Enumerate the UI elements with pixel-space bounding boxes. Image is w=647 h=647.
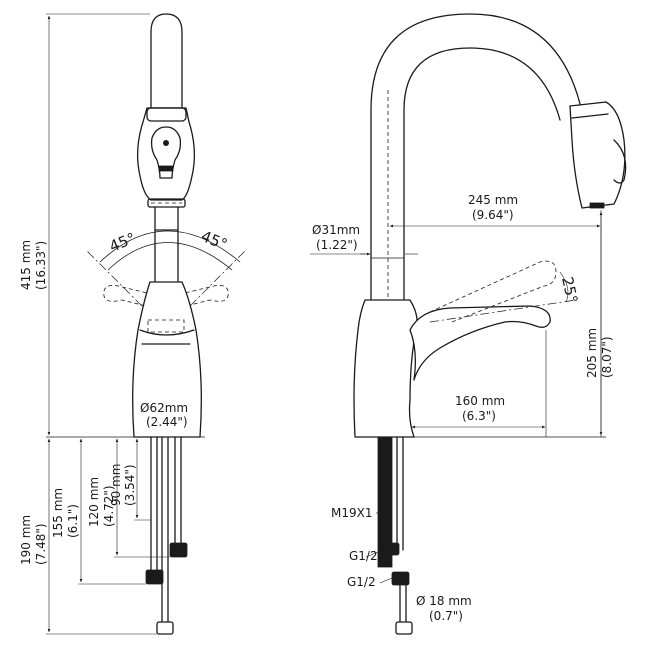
label-base-diameter-imperial: (2.44") <box>146 415 188 429</box>
leader-hose-b <box>379 577 393 584</box>
label-205-metric: 205 mm <box>585 328 599 378</box>
label-angle-right: 45° <box>199 227 230 254</box>
spray-head-band <box>146 107 187 122</box>
label-shank-diameter-metric: Ø 18 mm <box>416 594 472 608</box>
side-spray-button <box>613 139 627 184</box>
label-hose-b: G1/2 <box>347 575 376 589</box>
label-shank-diameter-imperial: (0.7") <box>429 609 463 623</box>
spray-button-outline <box>150 126 182 179</box>
label-415-imperial: (16.33") <box>34 241 48 290</box>
label-120-metric: 120 mm <box>87 477 101 527</box>
swing-arc-inner <box>107 242 233 271</box>
side-hose-fitting-a <box>384 542 400 556</box>
label-90-metric: 90 mm <box>109 464 123 506</box>
front-handle-left-position <box>103 285 163 311</box>
side-lever-raised <box>429 260 557 323</box>
side-lever-handle <box>409 305 551 381</box>
label-base-diameter-metric: Ø62mm <box>140 401 188 415</box>
front-hose-fitting-left <box>145 569 164 585</box>
front-hose-fitting-right <box>169 542 188 558</box>
side-spray-nozzle <box>589 202 605 209</box>
front-handle-right-position <box>169 285 229 311</box>
side-spray-head-band <box>571 113 609 119</box>
label-90-imperial: (3.54") <box>123 464 137 506</box>
front-handle-hidden <box>147 319 185 333</box>
label-spout-diameter-imperial: (1.22") <box>316 238 358 252</box>
spray-button-dot <box>162 139 169 146</box>
side-view: 245 mm (9.64") Ø31mm (1.22") 25° 205 mm … <box>310 13 627 635</box>
side-lever-angle-arc <box>559 271 569 303</box>
side-base-body <box>353 299 418 438</box>
side-hose-fitting-b <box>391 571 410 586</box>
side-shank-nut <box>395 621 413 635</box>
label-415-metric: 415 mm <box>19 240 33 290</box>
side-lever-angle-line <box>429 299 577 323</box>
label-245-imperial: (9.64") <box>472 208 514 222</box>
label-190-imperial: (7.48") <box>34 523 48 565</box>
front-base-collar <box>139 329 195 336</box>
label-155-imperial: (6.1") <box>66 504 80 538</box>
label-thread: M19X1 <box>331 506 372 520</box>
front-view: 415 mm (16.33") 190 mm (7.48") 155 mm (6… <box>19 13 247 635</box>
spray-mode-icon <box>158 165 174 172</box>
label-155-metric: 155 mm <box>51 488 65 538</box>
label-160-metric: 160 mm <box>455 394 505 408</box>
spray-face <box>147 198 186 208</box>
label-120-imperial: (4.72") <box>102 485 116 527</box>
label-205-imperial: (8.07") <box>600 336 614 378</box>
front-shank-nut <box>156 621 174 635</box>
label-245-metric: 245 mm <box>468 193 518 207</box>
side-spray-head <box>569 101 626 209</box>
label-handle-angle: 25° <box>558 275 581 305</box>
label-160-imperial: (6.3") <box>462 409 496 423</box>
side-spout-outer <box>370 13 583 301</box>
leader-hose-a <box>365 548 386 558</box>
front-spout-neck <box>150 13 183 109</box>
label-hose-a: G1/2 <box>349 549 378 563</box>
label-spout-diameter-metric: Ø31mm <box>312 223 360 237</box>
front-spray-head <box>136 107 196 201</box>
label-190-metric: 190 mm <box>19 515 33 565</box>
side-spout-inner <box>403 47 561 301</box>
swing-arc-outer <box>99 230 241 263</box>
